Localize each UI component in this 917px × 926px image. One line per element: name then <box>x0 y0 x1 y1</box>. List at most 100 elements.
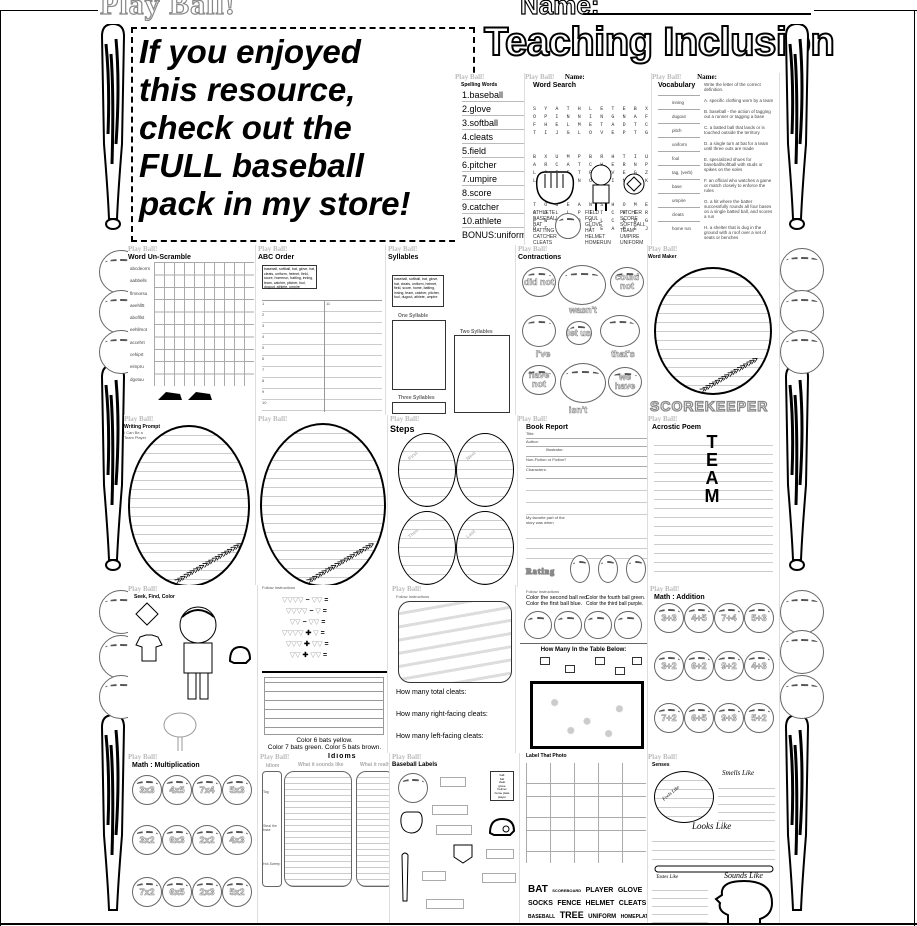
math-ball[interactable]: 7+2 <box>654 703 684 733</box>
math-ball[interactable]: 9+3 <box>714 703 744 733</box>
color-ball[interactable] <box>524 611 552 639</box>
abc-order-page: Play Ball! ABC Order baseball, softball,… <box>258 245 386 415</box>
promo-box[interactable]: If you enjoyed this resource, check out … <box>131 27 475 242</box>
cleats-questions[interactable]: How many total cleats: How many right-fa… <box>396 689 488 740</box>
answer-box[interactable] <box>565 665 575 673</box>
writing-ball[interactable]: ⋙⋙⋙⋙⋙⋙ <box>654 267 772 395</box>
contraction-ball[interactable] <box>522 315 556 347</box>
three-syllables-box[interactable] <box>392 402 446 414</box>
step-ball[interactable]: Then <box>398 511 456 585</box>
math-ball[interactable]: 6x3 <box>162 825 192 855</box>
rating-okay[interactable] <box>598 555 618 583</box>
label-input[interactable] <box>422 871 446 881</box>
name-underline[interactable] <box>583 13 811 15</box>
baseball-icon <box>780 675 824 719</box>
spelling-word: 3.softball <box>462 116 524 130</box>
two-syllables-box[interactable] <box>454 335 510 413</box>
writing-ball[interactable]: ⋙⋙⋙⋙⋙⋙⋙ <box>260 423 386 587</box>
senses-page: Play Ball! Senses Feels Like Smells Like… <box>648 753 780 923</box>
contraction-label: that's <box>611 348 635 359</box>
answer-box[interactable] <box>632 657 642 665</box>
really-means-column[interactable] <box>356 771 389 887</box>
page-title: Follow Instructions <box>526 589 560 594</box>
page-title: Contractions <box>518 254 562 261</box>
label-input[interactable] <box>436 825 472 835</box>
letter-grid[interactable] <box>154 262 254 386</box>
feels-like-ball[interactable]: Feels Like <box>654 771 714 823</box>
math-ball[interactable]: 7x2 <box>132 877 162 907</box>
rating-great[interactable] <box>570 555 590 583</box>
math-ball[interactable]: 4x3 <box>222 825 252 855</box>
contraction-label: I've <box>535 348 551 359</box>
math-ball[interactable]: 6x5 <box>162 877 192 907</box>
answer-box[interactable] <box>615 667 625 675</box>
rating-dislike[interactable] <box>626 555 646 583</box>
math-ball[interactable]: 9+2 <box>714 651 744 681</box>
spelling-word: 2.glove <box>462 102 524 116</box>
acrostic-letter: M <box>704 486 720 506</box>
math-ball[interactable]: 3x2 <box>132 825 162 855</box>
word-list: FIELDFOULGLOVEHATHELMETHOMERUNINNING <box>585 210 611 245</box>
page-title: Math : Addition <box>654 594 705 601</box>
looks-lines[interactable] <box>652 833 775 860</box>
math-ball[interactable]: 3+2 <box>654 651 684 681</box>
math-ball[interactable]: 6+5 <box>684 703 714 733</box>
page-title: Idioms <box>328 753 357 760</box>
label-input[interactable] <box>432 805 468 815</box>
math-ball[interactable]: 2x2 <box>192 825 222 855</box>
contraction-ball[interactable] <box>558 265 606 305</box>
step-ball[interactable]: Last <box>456 511 514 585</box>
vocab-word: foul <box>658 151 700 165</box>
page-header: Play Ball! <box>258 415 288 423</box>
page-title: Follow Instructions <box>262 585 296 590</box>
one-syllable-box[interactable] <box>392 320 446 390</box>
label-input[interactable] <box>440 777 466 787</box>
photo-grid[interactable] <box>526 763 646 863</box>
step-ball[interactable]: First <box>398 433 456 507</box>
answer-box[interactable] <box>595 657 605 665</box>
page-title: Senses <box>652 762 670 768</box>
sounds-like-column[interactable] <box>284 771 352 887</box>
page-title: Book Report <box>526 424 568 431</box>
page-header: Play Ball! <box>650 585 680 593</box>
color-ball[interactable] <box>584 611 612 639</box>
step-ball[interactable]: Next <box>456 433 514 507</box>
label-input[interactable] <box>426 899 464 909</box>
label-input[interactable] <box>482 873 516 883</box>
answer-box[interactable] <box>540 657 550 665</box>
smells-lines[interactable] <box>718 781 775 821</box>
math-ball[interactable]: 7+4 <box>714 603 744 633</box>
math-ball[interactable]: 6+2 <box>684 651 714 681</box>
math-ball[interactable]: 3x3 <box>132 775 162 805</box>
contraction-ball[interactable] <box>600 315 640 347</box>
contraction-ball[interactable] <box>560 363 606 403</box>
spelling-word: 4.cleats <box>462 130 524 144</box>
page-header: Play Ball! <box>390 415 420 423</box>
word-list: ATHLETEBASEBALLBATBATTINGCATCHERCLEATSDU… <box>533 210 559 245</box>
bats-grid[interactable] <box>264 677 384 735</box>
label-input[interactable] <box>486 849 514 859</box>
page-title: Word Un-Scramble <box>128 254 191 261</box>
color-ball[interactable] <box>614 611 642 639</box>
math-ball[interactable]: 4+3 <box>744 651 774 681</box>
bats-instruction: Color 6 bats yellow. Color 7 bats green.… <box>267 737 382 751</box>
math-ball[interactable]: 4x5 <box>162 775 192 805</box>
math-ball[interactable]: 3+3 <box>654 603 684 633</box>
math-ball[interactable]: 5x2 <box>222 877 252 907</box>
color-ball[interactable] <box>554 611 582 639</box>
tastes-like-label: Tastes Like <box>656 875 679 880</box>
math-ball[interactable]: 4+5 <box>684 603 714 633</box>
math-ball[interactable]: 5x3 <box>222 775 252 805</box>
math-ball[interactable]: 5+3 <box>744 603 774 633</box>
math-ball[interactable]: 5+2 <box>744 703 774 733</box>
math-ball[interactable]: 2x3 <box>192 877 222 907</box>
writing-ball[interactable]: ⋙⋙⋙⋙⋙⋙⋙ <box>128 425 250 587</box>
steps-page: Play Ball! Steps First Next Then Last <box>390 415 518 587</box>
contraction-label: isn't <box>568 404 588 415</box>
math-ball[interactable]: 7x4 <box>192 775 222 805</box>
tastes-lines[interactable] <box>652 883 708 923</box>
baseball-icon <box>780 248 824 292</box>
